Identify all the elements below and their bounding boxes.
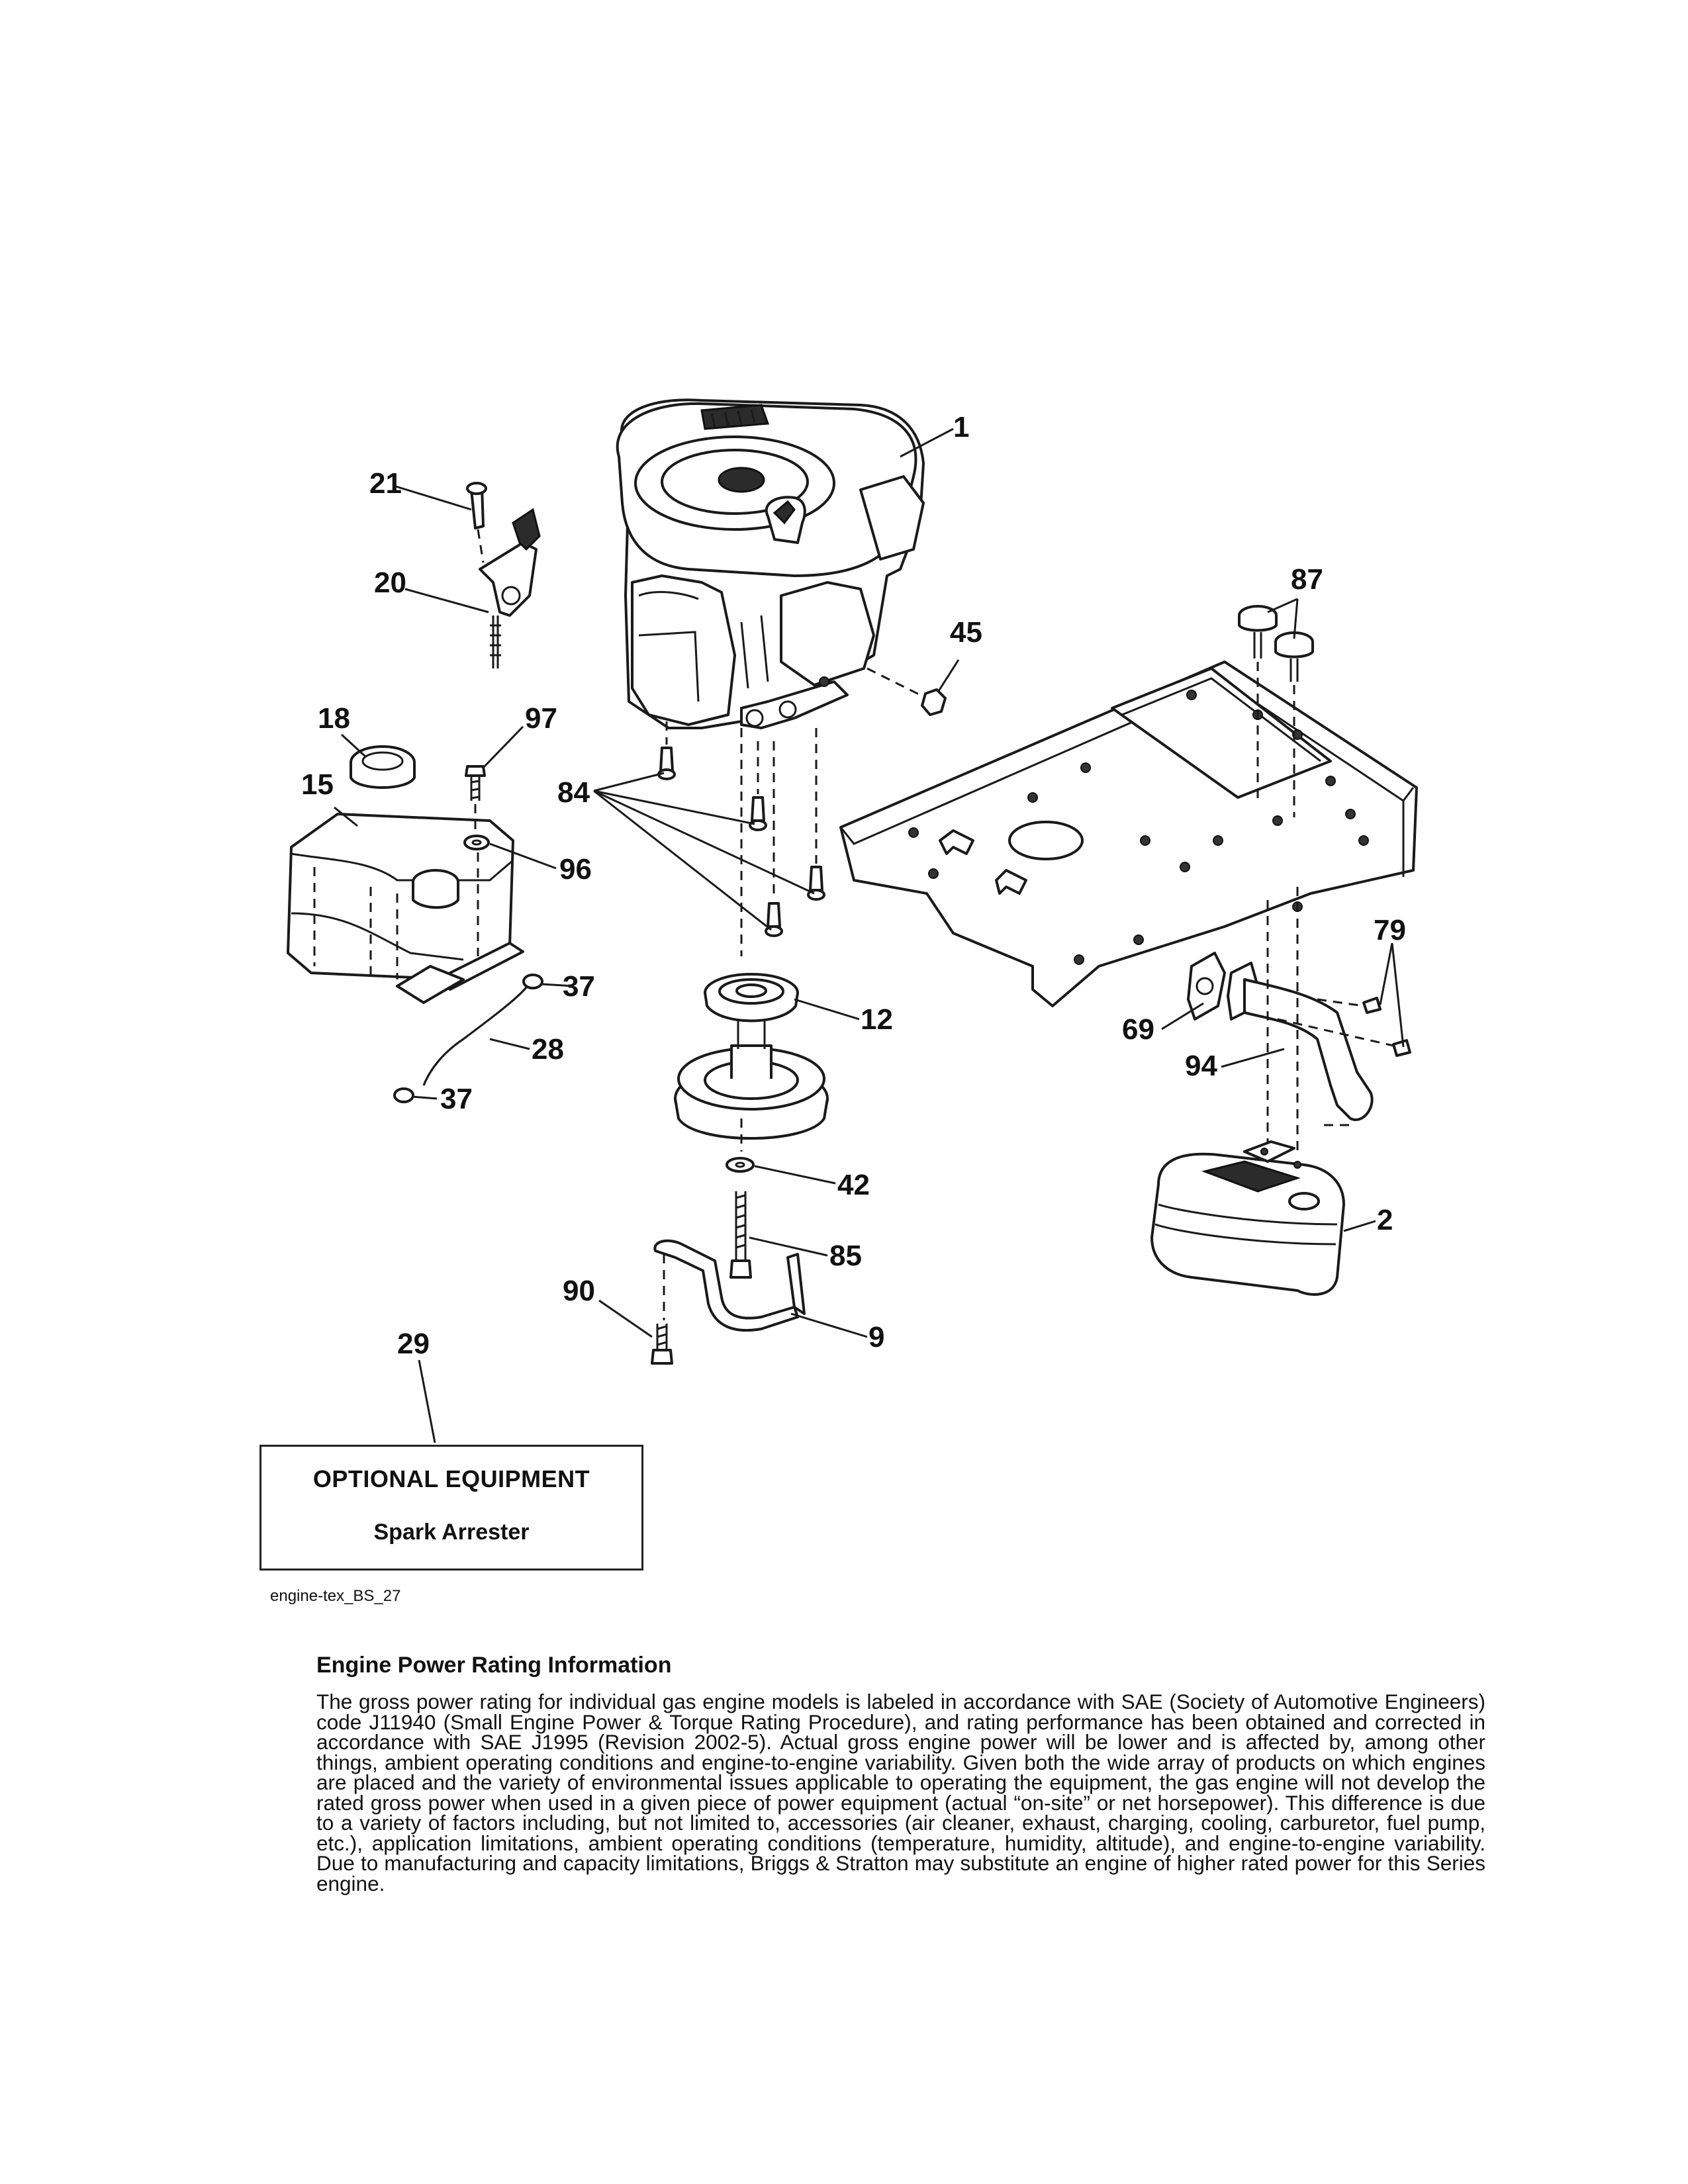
- callout-84: 84: [557, 776, 590, 809]
- callout-9: 9: [868, 1321, 884, 1353]
- engine-pulley: [674, 973, 829, 1140]
- rating-heading: Engine Power Rating Information: [316, 1653, 672, 1678]
- nut: [867, 667, 947, 716]
- callout-12: 12: [861, 1003, 893, 1036]
- callout-85: 85: [829, 1240, 862, 1272]
- callout-numbers: 1 21 20 87 45 18 97 15 84 96 79 37 12 69…: [301, 411, 1406, 1360]
- callout-20: 20: [374, 567, 406, 599]
- rating-body: The gross power rating for individual ga…: [316, 1690, 1485, 1895]
- bolt-and-washer: [463, 765, 490, 956]
- optional-equipment-box: OPTIONAL EQUIPMENT Spark Arrester: [259, 1445, 643, 1570]
- callout-1: 1: [953, 411, 969, 443]
- leader-lines: [334, 428, 1405, 1443]
- callout-21: 21: [369, 467, 402, 500]
- optional-equipment-item: Spark Arrester: [373, 1520, 530, 1545]
- engine-mounting-bolts: [657, 721, 825, 956]
- callout-79: 79: [1374, 914, 1406, 946]
- callout-2: 2: [1377, 1204, 1393, 1236]
- callout-69: 69: [1122, 1013, 1154, 1046]
- engine-assembly: [616, 398, 925, 729]
- callout-90: 90: [563, 1275, 595, 1307]
- callout-18: 18: [318, 702, 350, 735]
- exhaust-system: [1150, 887, 1411, 1296]
- callout-97: 97: [525, 702, 557, 735]
- callout-37-upper: 37: [563, 970, 595, 1003]
- pulley-hardware: [651, 1118, 806, 1365]
- callout-37-lower: 37: [440, 1083, 473, 1115]
- callout-45: 45: [950, 616, 982, 649]
- fuel-line: [393, 974, 543, 1103]
- callout-28: 28: [532, 1033, 564, 1066]
- drawing-code: engine-tex_BS_27: [270, 1587, 401, 1605]
- callout-96: 96: [559, 853, 592, 886]
- callout-87: 87: [1291, 563, 1323, 596]
- callout-29: 29: [397, 1328, 430, 1360]
- fuel-tank: [287, 813, 524, 1004]
- exploded-parts-diagram: 1 21 20 87 45 18 97 15 84 96 79 37 12 69…: [287, 398, 1418, 1443]
- throttle-control: [466, 482, 541, 668]
- callout-42: 42: [837, 1169, 870, 1201]
- fuel-cap: [350, 745, 416, 789]
- engine-deck-frame: [839, 660, 1418, 1007]
- optional-equipment-title: OPTIONAL EQUIPMENT: [312, 1465, 590, 1492]
- callout-15: 15: [301, 768, 334, 801]
- callout-94: 94: [1185, 1050, 1217, 1082]
